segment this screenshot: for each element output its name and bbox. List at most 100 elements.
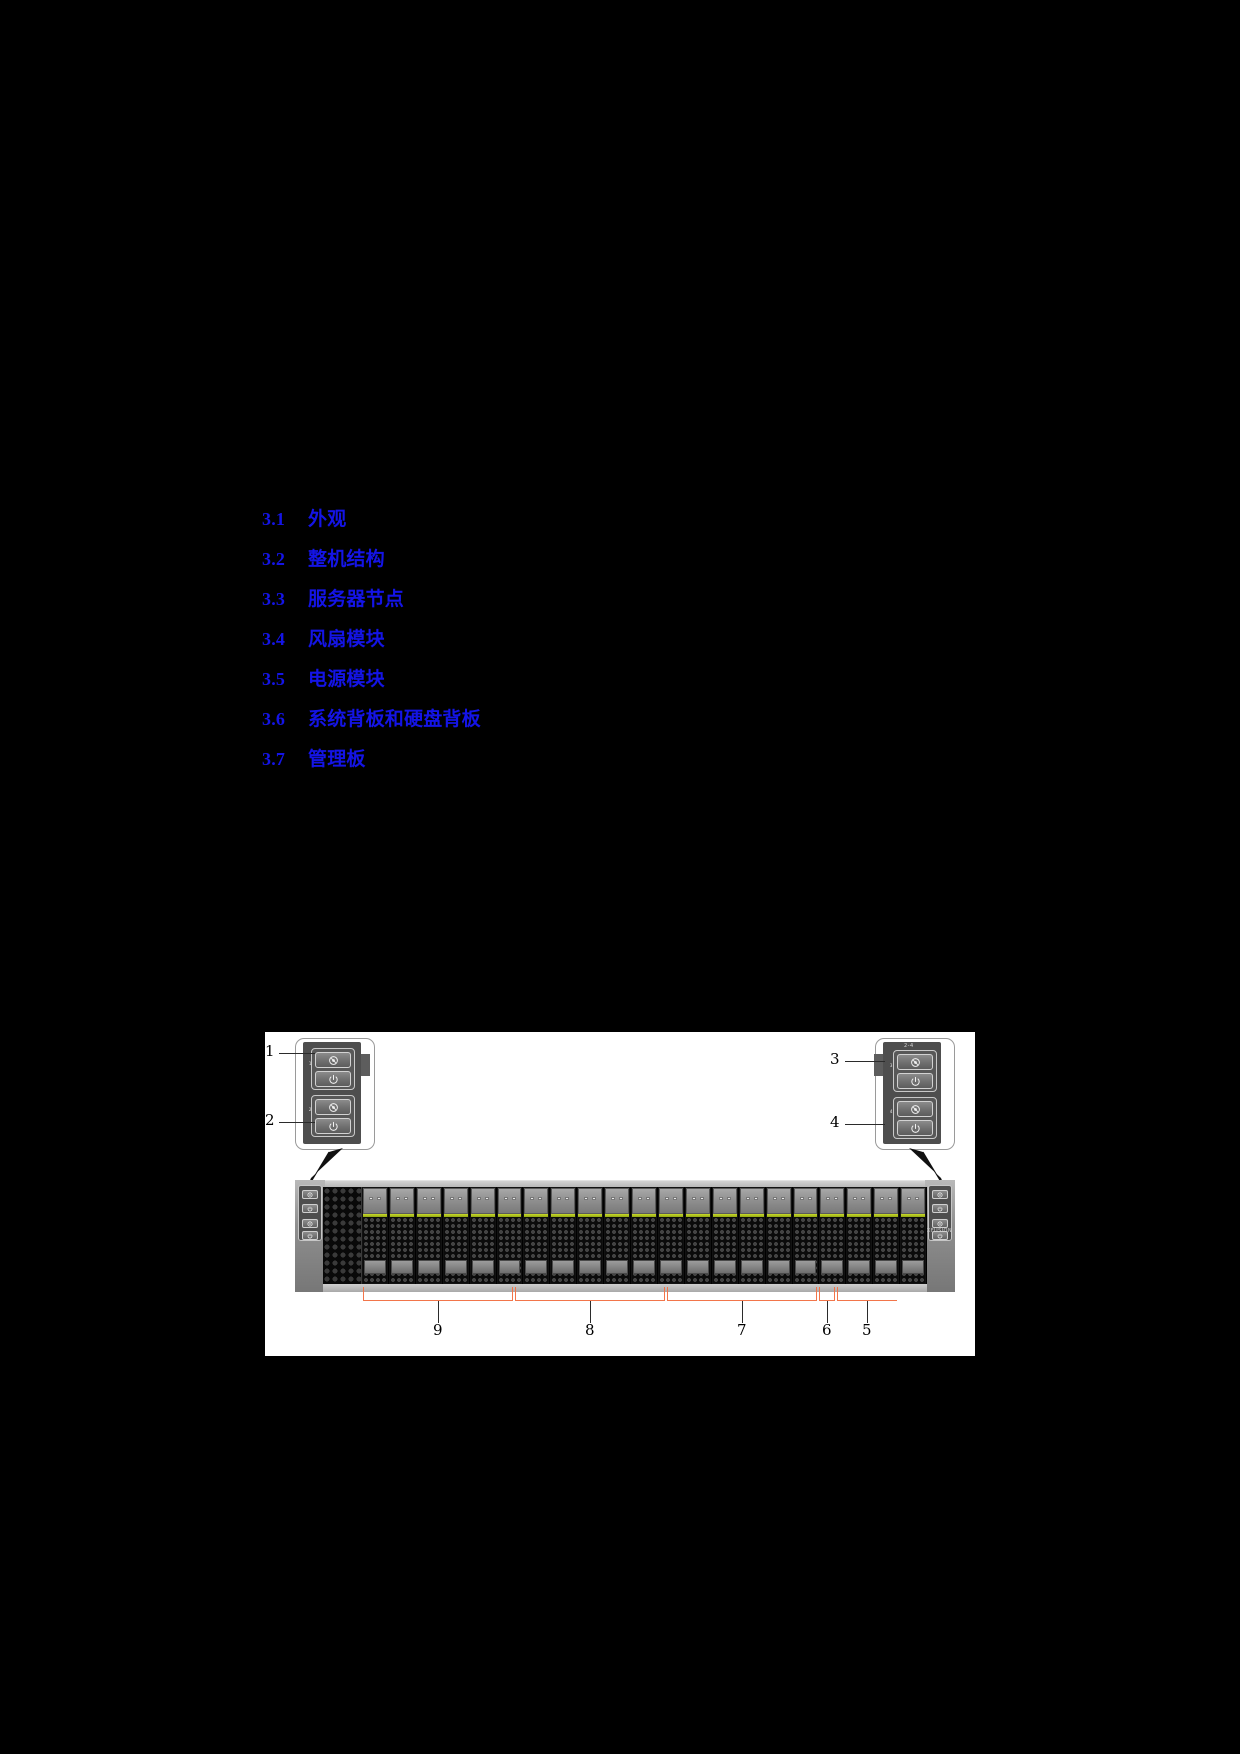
- uid-button-node1[interactable]: [315, 1052, 351, 1068]
- drive-bay[interactable]: [469, 1187, 497, 1284]
- server-chassis: XFUSION: [295, 1180, 955, 1298]
- ear-uid-button-4[interactable]: [932, 1219, 948, 1228]
- toc-label: 电源模块: [308, 668, 385, 690]
- drive-bay[interactable]: [388, 1187, 416, 1284]
- toc-entry-3-3[interactable]: 3.3 服务器节点: [262, 584, 962, 624]
- group-bracket-9: [363, 1287, 513, 1301]
- drive-bay[interactable]: [550, 1187, 578, 1284]
- callout-number-8: 8: [585, 1321, 595, 1339]
- toc-label: 整机结构: [308, 548, 385, 570]
- ear-uid-button-2[interactable]: [302, 1219, 318, 1228]
- drive-bay[interactable]: [415, 1187, 443, 1284]
- toc-number: 3.2: [262, 549, 286, 569]
- power-button-node2[interactable]: [315, 1118, 351, 1134]
- drive-bay[interactable]: [631, 1187, 658, 1284]
- toc-label: 管理板: [308, 748, 366, 770]
- callout-number-1: 1: [265, 1042, 275, 1060]
- ear-power-button-2[interactable]: [302, 1231, 318, 1240]
- drive-bay[interactable]: [765, 1187, 793, 1284]
- dual-node-label: 2-4: [904, 1043, 914, 1049]
- callout-number-4: 4: [830, 1113, 840, 1131]
- drive-bay[interactable]: [362, 1187, 389, 1284]
- drive-bay[interactable]: [442, 1187, 470, 1284]
- toc-number: 3.3: [262, 589, 286, 609]
- power-button-icon: [307, 1206, 313, 1211]
- ear-uid-button-3[interactable]: [932, 1190, 948, 1199]
- brand-label: XFUSION: [926, 1228, 952, 1234]
- leader-line-5: [867, 1301, 868, 1323]
- chassis-left-ear: [295, 1180, 325, 1292]
- panel-notch: [361, 1054, 370, 1076]
- toc-number: 3.6: [262, 709, 286, 729]
- power-button-node1[interactable]: [315, 1071, 351, 1087]
- server-front-view-figure: 1: [265, 1032, 975, 1356]
- group-bracket-7: [667, 1287, 817, 1301]
- toc-label: 风扇模块: [308, 628, 385, 650]
- ear-power-button-4[interactable]: [932, 1231, 948, 1240]
- toc-number: 3.7: [262, 749, 286, 769]
- toc-label: 外观: [308, 508, 347, 530]
- power-button-node4[interactable]: [897, 1120, 933, 1136]
- ear-uid-button-1[interactable]: [302, 1190, 318, 1199]
- uid-button-node2[interactable]: [315, 1099, 351, 1115]
- drive-bay-strip: [323, 1187, 928, 1284]
- drive-bay[interactable]: [604, 1187, 632, 1284]
- left-ear-node-panel: [298, 1185, 322, 1241]
- leader-line-6: [827, 1301, 828, 1323]
- drive-bay[interactable]: [496, 1187, 524, 1284]
- node3-tag-label: 3: [889, 1063, 893, 1068]
- uid-button-node4[interactable]: [897, 1101, 933, 1117]
- callout-number-3: 3: [830, 1050, 840, 1068]
- toc-entry-3-1[interactable]: 3.1 外观: [262, 504, 962, 544]
- node2-button-group: [311, 1095, 355, 1137]
- leader-line-4: [845, 1124, 885, 1125]
- drive-bay[interactable]: [711, 1187, 739, 1284]
- uid-indicator-icon: [307, 1192, 313, 1197]
- toc-entry-3-5[interactable]: 3.5 电源模块: [262, 664, 962, 704]
- node1-tag-label: 1: [308, 1061, 312, 1066]
- toc-number: 3.5: [262, 669, 286, 689]
- panel-notch: [874, 1054, 883, 1076]
- drive-bay[interactable]: [900, 1187, 928, 1284]
- leader-line-1: [279, 1053, 315, 1054]
- uid-indicator-icon: [937, 1192, 943, 1197]
- callout-number-7: 7: [737, 1321, 747, 1339]
- node4-button-group: [893, 1097, 937, 1139]
- callout-number-9: 9: [433, 1321, 443, 1339]
- toc-entry-3-6[interactable]: 3.6 系统背板和硬盘背板: [262, 704, 962, 744]
- right-ear-node-panel: [928, 1185, 952, 1241]
- drive-bay[interactable]: [684, 1187, 712, 1284]
- leader-line-9: [438, 1301, 439, 1323]
- drive-bay[interactable]: [846, 1187, 874, 1284]
- table-of-contents: 3.1 外观 3.2 整机结构 3.3 服务器节点 3.4 风扇模块 3.5 电…: [262, 504, 962, 784]
- drive-bay[interactable]: [577, 1187, 605, 1284]
- ear-power-button-1[interactable]: [302, 1204, 318, 1213]
- uid-indicator-icon: [307, 1221, 313, 1226]
- chassis-right-ear: XFUSION: [925, 1180, 955, 1292]
- leader-line-2: [279, 1122, 315, 1123]
- power-button-icon: [910, 1123, 920, 1133]
- node4-tag-label: 4: [889, 1109, 893, 1114]
- chassis-bottom-rail: [323, 1284, 927, 1292]
- leader-line-3: [845, 1061, 885, 1062]
- power-button-icon: [328, 1074, 338, 1084]
- power-button-icon: [307, 1233, 313, 1238]
- ear-power-button-3[interactable]: [932, 1204, 948, 1213]
- uid-button-node3[interactable]: [897, 1054, 933, 1070]
- drive-bay[interactable]: [819, 1187, 847, 1284]
- drive-bay[interactable]: [792, 1187, 820, 1284]
- power-button-icon: [937, 1206, 943, 1211]
- power-button-node3[interactable]: [897, 1073, 933, 1089]
- power-button-icon: [910, 1076, 920, 1086]
- toc-entry-3-4[interactable]: 3.4 风扇模块: [262, 624, 962, 664]
- left-node-panel: 1: [303, 1042, 370, 1144]
- toc-entry-3-7[interactable]: 3.7 管理板: [262, 744, 962, 784]
- drive-bay[interactable]: [523, 1187, 551, 1284]
- toc-number: 3.4: [262, 629, 286, 649]
- drive-bay[interactable]: [873, 1187, 901, 1284]
- drive-bay[interactable]: [657, 1187, 685, 1284]
- toc-entry-3-2[interactable]: 3.2 整机结构: [262, 544, 962, 584]
- fan-module-bay: [323, 1187, 362, 1284]
- drive-bay[interactable]: [738, 1187, 766, 1284]
